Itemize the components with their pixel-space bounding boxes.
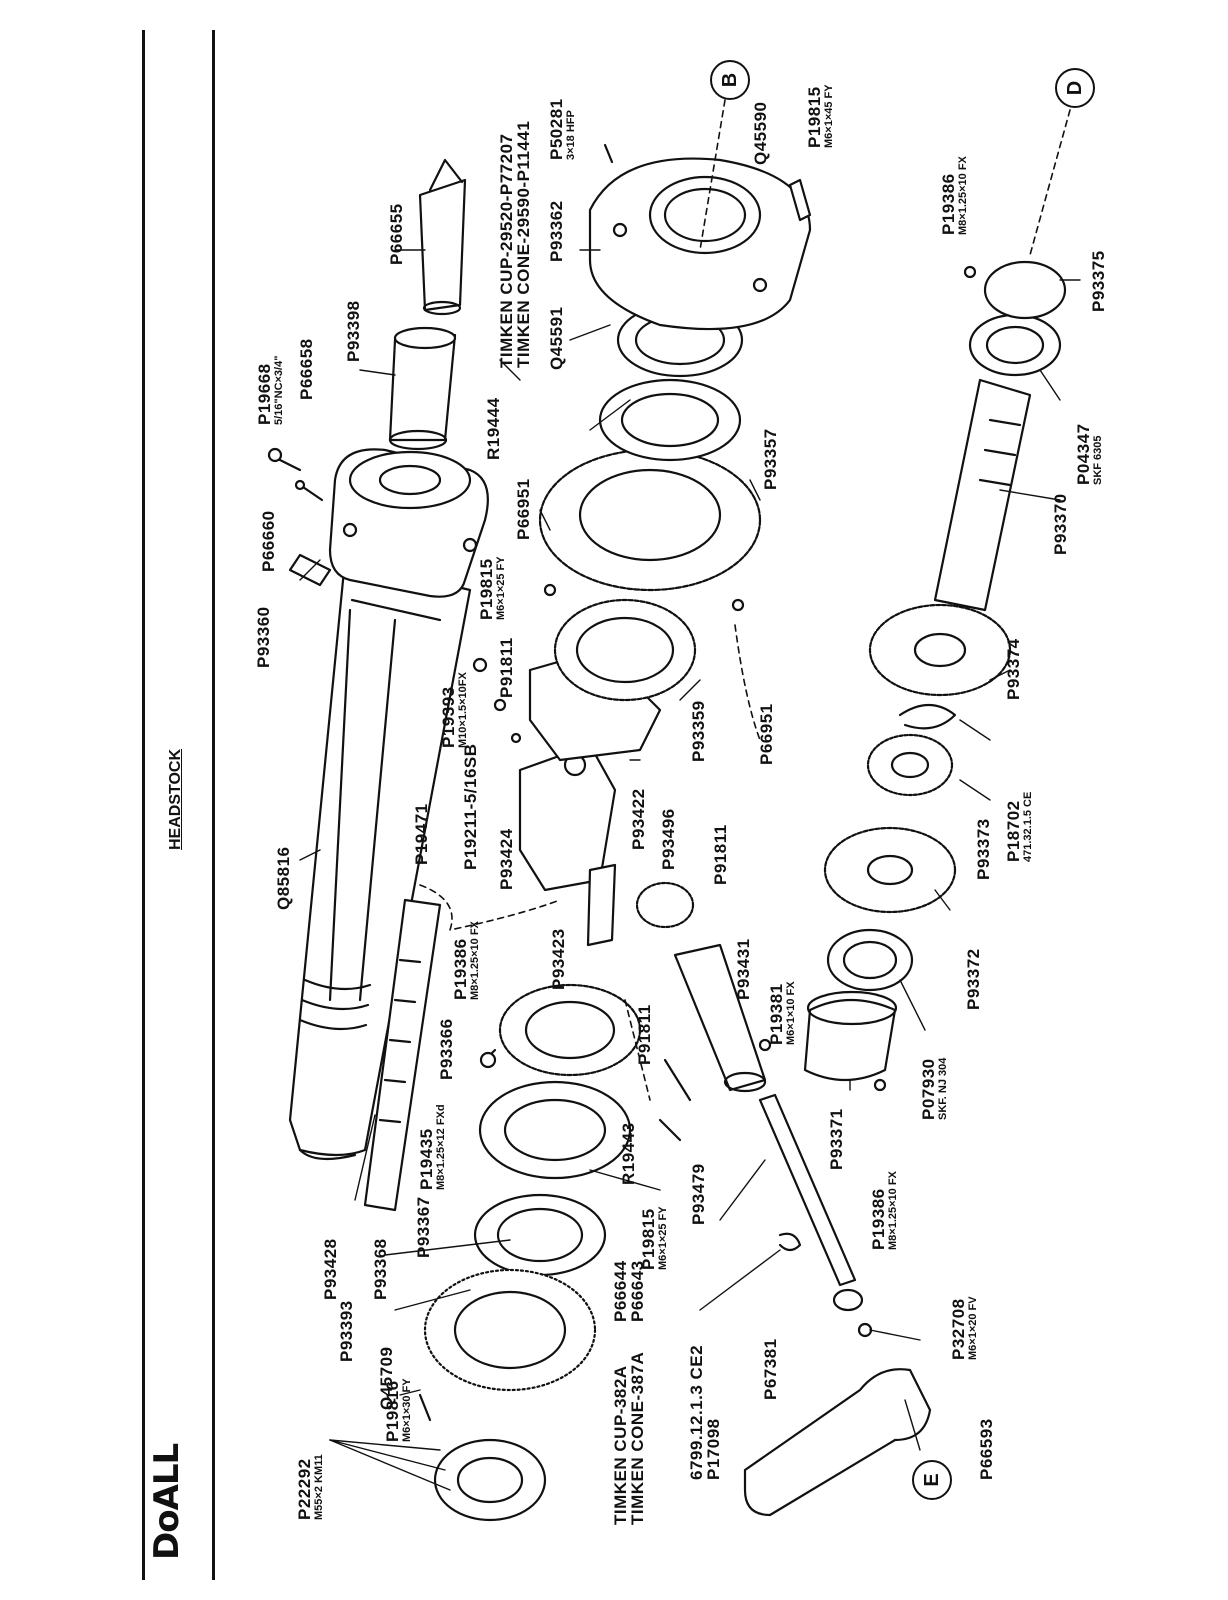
label-p19211: P19211-5/16SB bbox=[461, 743, 480, 870]
spindle-drawing bbox=[288, 558, 472, 1161]
label-p66655: P66655 bbox=[387, 203, 406, 265]
label-p93372: P93372 bbox=[964, 948, 983, 1010]
label-p93357: P93357 bbox=[761, 428, 780, 490]
lower-bearing-drawing bbox=[473, 1080, 632, 1277]
pinion-drawing bbox=[635, 881, 695, 929]
label-p93431: P93431 bbox=[734, 938, 753, 1000]
gear-p93366-drawing bbox=[498, 983, 642, 1077]
label-p93375: P93375 bbox=[1089, 250, 1108, 312]
border-line-inner bbox=[212, 30, 215, 1580]
label-p91811c: P91811 bbox=[711, 824, 730, 885]
label-p66951b: P66951 bbox=[757, 703, 776, 765]
label-p93362: P93362 bbox=[547, 200, 566, 262]
label-p19471: P19471 bbox=[412, 803, 431, 865]
sleeve-drawing bbox=[388, 326, 457, 451]
callout-e: E bbox=[912, 1460, 952, 1500]
label-p93479: P93479 bbox=[689, 1163, 708, 1225]
callout-d: D bbox=[1055, 68, 1095, 108]
flange-q45709-drawing bbox=[423, 1268, 597, 1392]
label-p93371: P93371 bbox=[827, 1108, 846, 1170]
label-p93393: P93393 bbox=[337, 1300, 356, 1362]
center-lines bbox=[419, 99, 1071, 1101]
label-q85816: Q85816 bbox=[274, 846, 293, 911]
bearing-p04347-drawing bbox=[968, 313, 1062, 377]
gear-p93357-drawing bbox=[538, 448, 762, 592]
callout-b: B bbox=[710, 60, 750, 100]
label-p93370: P93370 bbox=[1051, 493, 1070, 555]
label-p66658: P66658 bbox=[297, 338, 316, 400]
label-p93398: P93398 bbox=[344, 300, 363, 362]
label-p93368: P93368 bbox=[371, 1238, 390, 1300]
label-q45591: Q45591 bbox=[547, 306, 566, 371]
circlip-drawing bbox=[898, 703, 957, 730]
gear-p93374-drawing bbox=[868, 603, 1012, 697]
label-r19444: R19444 bbox=[484, 397, 503, 460]
bearing-p07930-drawing bbox=[826, 928, 914, 992]
shaft-p93370-drawing bbox=[933, 378, 1032, 612]
leader-lines bbox=[299, 249, 1081, 1491]
cap-p93375-drawing bbox=[983, 260, 1067, 320]
label-p91811a: P91811 bbox=[497, 637, 516, 698]
label-p93496: P93496 bbox=[659, 808, 678, 870]
label-p93424: P93424 bbox=[497, 828, 516, 890]
shaft-p93431-drawing bbox=[673, 943, 767, 1093]
label-p93359: P93359 bbox=[689, 700, 708, 762]
gear-p93373-drawing bbox=[866, 733, 954, 797]
label-p91811b: P91811 bbox=[635, 1004, 654, 1065]
handle-drawing bbox=[743, 1368, 932, 1517]
label-r19443: R19443 bbox=[619, 1122, 638, 1185]
shaft-p93479-drawing bbox=[758, 1093, 864, 1312]
rack-shaft-drawing bbox=[363, 898, 442, 1212]
label-p66593: P66593 bbox=[977, 1418, 996, 1480]
lower-screws-drawing bbox=[418, 265, 977, 1422]
label-p67381: P67381 bbox=[761, 1338, 780, 1400]
border-line-outer bbox=[142, 30, 145, 1580]
locknut-drawing bbox=[433, 1438, 547, 1522]
gear-p93372-drawing bbox=[823, 826, 957, 914]
label-p93366: P93366 bbox=[437, 1018, 456, 1080]
label-p93428: P93428 bbox=[321, 1238, 340, 1300]
spindle-nose-drawing bbox=[328, 448, 489, 598]
label-p93360: P93360 bbox=[254, 606, 273, 668]
label-p93373: P93373 bbox=[974, 818, 993, 880]
label-p93367: P93367 bbox=[414, 1196, 433, 1258]
label-q45590: Q45590 bbox=[751, 101, 770, 166]
sleeve-p93371-drawing bbox=[803, 990, 898, 1082]
label-p66951a: P66951 bbox=[514, 478, 533, 540]
center-point-drawing bbox=[418, 158, 467, 316]
label-p66660: P66660 bbox=[259, 510, 278, 572]
label-p93422: P93422 bbox=[629, 788, 648, 850]
pins-drawing bbox=[603, 143, 812, 222]
bearing-housing-drawing bbox=[588, 157, 812, 331]
label-p93423: P93423 bbox=[549, 928, 568, 990]
label-p93374: P93374 bbox=[1004, 638, 1023, 700]
gear-p93359-drawing bbox=[553, 598, 697, 702]
